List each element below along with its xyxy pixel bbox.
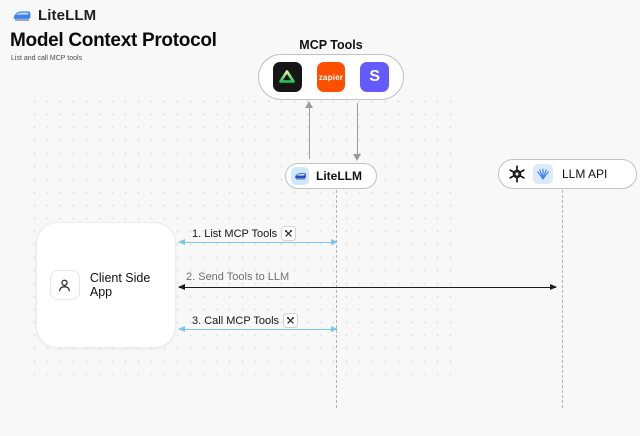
arrow-litellm-to-mcp <box>304 101 313 159</box>
litellm-node: LiteLLM <box>285 163 377 189</box>
flow-2-label: 2. Send Tools to LLM <box>186 271 289 283</box>
openai-icon <box>507 164 527 184</box>
page-subtitle: List and call MCP tools <box>11 55 83 62</box>
flow-3-arrow <box>178 325 338 332</box>
mcp-tools-node: zapier S <box>258 54 404 100</box>
arrow-mcp-to-litellm <box>352 103 361 161</box>
llm-api-lifeline <box>562 190 563 408</box>
litellm-lifeline <box>336 190 337 408</box>
tools-icon <box>283 313 299 328</box>
flow-3-label: 3. Call MCP Tools <box>192 313 299 328</box>
flow-2-text: 2. Send Tools to LLM <box>186 271 290 283</box>
litellm-logo-icon <box>13 11 31 21</box>
brand: LiteLLM <box>12 7 96 24</box>
tools-icon <box>281 226 297 241</box>
flow-2-arrow <box>178 283 557 290</box>
zapier-icon: zapier <box>316 62 346 92</box>
brand-label: LiteLLM <box>38 7 97 24</box>
llm-api-node: LLM API <box>498 159 637 189</box>
client-side-app-node: Client Side App <box>36 222 176 348</box>
triangle-tool-icon <box>273 62 302 92</box>
user-icon <box>50 270 80 300</box>
mcp-tools-label: MCP Tools <box>299 38 363 52</box>
client-node-label: Client Side App <box>89 271 151 299</box>
llm-provider-icon <box>533 164 553 184</box>
stripe-icon: S <box>360 62 390 92</box>
flow-1-arrow <box>178 238 338 245</box>
page-title: Model Context Protocol <box>10 30 217 51</box>
litellm-node-logo-icon <box>291 167 309 185</box>
flow-1-text: 1. List MCP Tools <box>192 227 278 240</box>
flow-3-text: 3. Call MCP Tools <box>192 314 280 327</box>
llm-api-node-label: LLM API <box>562 167 608 181</box>
litellm-node-label: LiteLLM <box>316 169 362 183</box>
flow-1-label: 1. List MCP Tools <box>192 226 297 241</box>
